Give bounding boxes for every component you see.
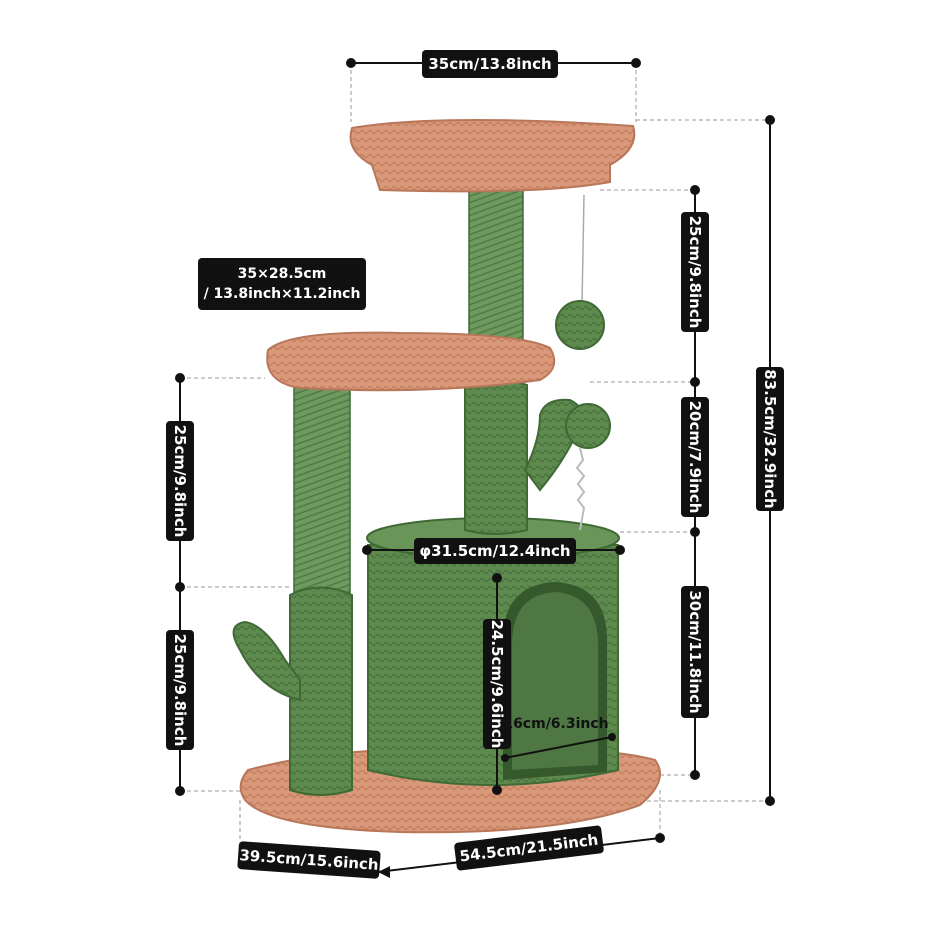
middle-platform-size-line2: / 13.8inch×11.2inch xyxy=(203,286,361,302)
left-upper-height-label: 25cm/9.8inch xyxy=(166,421,194,541)
top-perch xyxy=(349,118,636,350)
condo-diameter-label: φ31.5cm/12.4inch xyxy=(414,538,576,564)
right-top-post-label: 25cm/9.8inch xyxy=(681,212,709,332)
dimension-dots xyxy=(175,58,775,878)
total-height-label: 83.5cm/32.9inch xyxy=(756,367,784,511)
right-lower-label: 30cm/11.8inch xyxy=(681,586,709,718)
left-lower-height-label: 25cm/9.8inch xyxy=(166,630,194,750)
middle-platform-size-label: 35×28.5cm / 13.8inch×11.2inch xyxy=(198,258,366,310)
middle-platform xyxy=(266,331,556,392)
door-width-label: 16cm/6.3inch xyxy=(503,716,609,732)
right-middle-label: 20cm/7.9inch xyxy=(681,397,709,517)
condo-height-label: 24.5cm/9.6inch xyxy=(483,619,511,749)
right-post xyxy=(464,189,611,535)
top-width-label: 35cm/13.8inch xyxy=(422,50,558,78)
left-post xyxy=(232,377,353,796)
middle-platform-size-line1: 35×28.5cm xyxy=(237,266,327,282)
